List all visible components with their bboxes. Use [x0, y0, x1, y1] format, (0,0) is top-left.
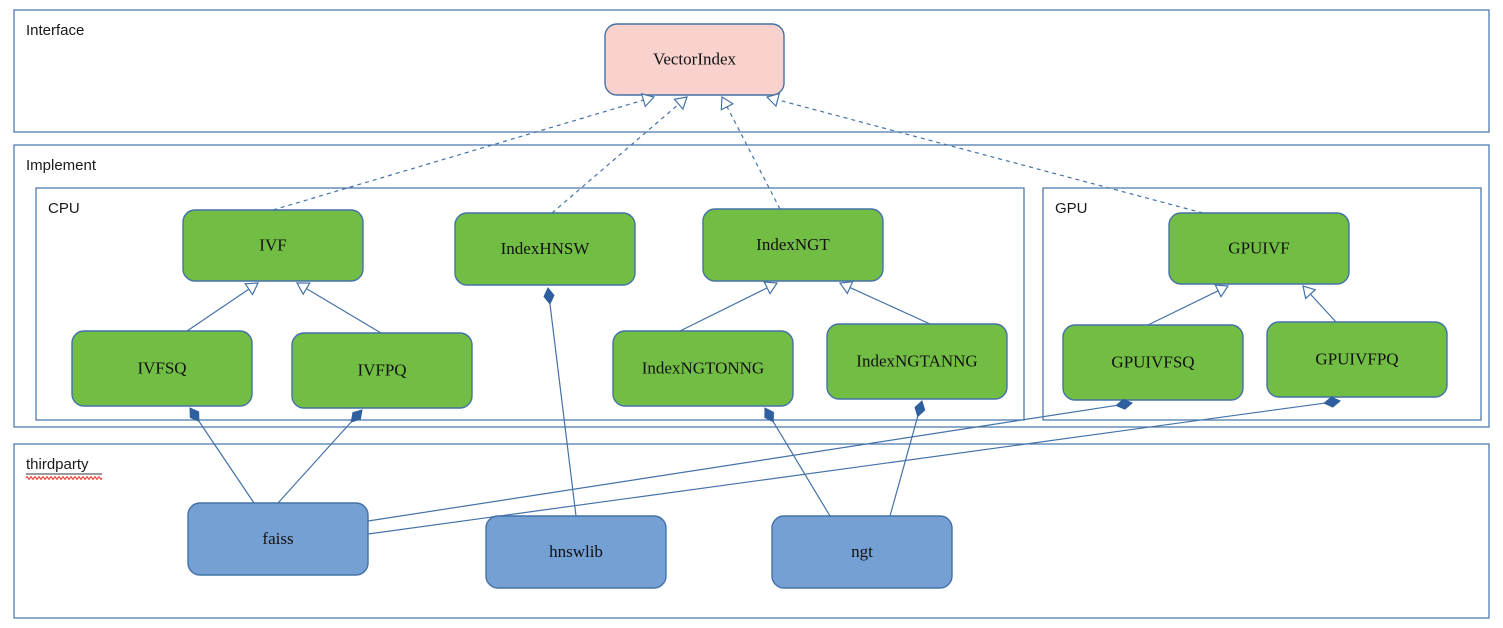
node-label-ngt: ngt [851, 542, 873, 561]
edge-gpuivfpq-to-gpuivf [1309, 293, 1337, 323]
arrowhead-open-triangle-gpuivfpq-gpuivf [1302, 285, 1317, 300]
node-box-vectorindex[interactable] [604, 23, 785, 96]
group-label-implement: Implement [26, 157, 97, 174]
node-ivfpq[interactable]: IVFPQ [291, 332, 473, 409]
node-box-hnswlib[interactable] [485, 515, 667, 589]
node-label-gpuivfpq: GPUIVFPQ [1315, 349, 1398, 368]
node-label-indexngt: IndexNGT [756, 235, 830, 254]
edge-ivfpq-to-ivf [306, 288, 382, 334]
markers-layer [189, 92, 1341, 423]
node-box-ivf[interactable] [182, 209, 364, 282]
arrowhead-open-triangle-indexngtanng-indexngt [838, 280, 854, 295]
edge-ngt-to-indexngtanng [889, 416, 919, 517]
node-label-indexngtonng: IndexNGTONNG [642, 358, 764, 377]
node-label-ivfsq: IVFSQ [137, 358, 186, 377]
edge-indexngtonng-to-indexngt [679, 287, 768, 332]
node-label-ivf: IVF [259, 235, 286, 254]
arrowhead-open-triangle-indexngt-vectorindex [720, 95, 735, 111]
arrowhead-open-triangle-ivfpq-ivf [295, 282, 311, 296]
node-gpuivfpq[interactable]: GPUIVFPQ [1266, 321, 1448, 398]
edge-gpuivf-to-vectorindex [777, 99, 1204, 214]
node-indexhnsw[interactable]: IndexHNSW [454, 212, 636, 286]
node-ivf[interactable]: IVF [182, 209, 364, 282]
arrowhead-open-triangle-gpuivfsq-gpuivf [1214, 284, 1230, 298]
node-label-hnswlib: hnswlib [549, 542, 603, 561]
arrowhead-filled-diamond-faiss-gpuivfsq [1115, 398, 1133, 410]
arrowhead-filled-diamond-faiss-ivfpq [350, 409, 363, 423]
arrowhead-filled-diamond-faiss-ivfsq [189, 407, 200, 423]
node-box-gpuivfpq[interactable] [1266, 321, 1448, 398]
group-label-cpu: CPU [48, 200, 80, 217]
arrowhead-open-triangle-ivfsq-ivf [244, 282, 259, 296]
edge-indexngt-to-vectorindex [726, 106, 781, 210]
edge-ivfsq-to-ivf [186, 288, 250, 332]
arrowhead-open-triangle-ivf-vectorindex [640, 93, 656, 108]
node-box-ivfpq[interactable] [291, 332, 473, 409]
node-label-gpuivfsq: GPUIVFSQ [1111, 352, 1194, 371]
group-label-interface: Interface [26, 22, 84, 39]
node-indexngtonng[interactable]: IndexNGTONNG [612, 330, 794, 407]
node-gpuivfsq[interactable]: GPUIVFSQ [1062, 324, 1244, 401]
arrowhead-filled-diamond-faiss-gpuivfpq [1323, 396, 1341, 408]
edge-indexhnsw-to-vectorindex [551, 103, 680, 214]
arrowhead-open-triangle-indexhnsw-vectorindex [673, 96, 688, 111]
node-label-vectorindex: VectorIndex [653, 49, 737, 68]
node-box-ngt[interactable] [771, 515, 953, 589]
edge-faiss-to-ivfpq [277, 421, 352, 504]
node-label-indexngtanng: IndexNGTANNG [856, 351, 977, 370]
node-box-gpuivfsq[interactable] [1062, 324, 1244, 401]
node-faiss[interactable]: faiss [187, 502, 369, 576]
edge-gpuivfsq-to-gpuivf [1147, 290, 1219, 326]
node-label-faiss: faiss [262, 529, 293, 548]
node-box-gpuivf[interactable] [1168, 212, 1350, 285]
edge-faiss-to-ivfsq [198, 420, 255, 504]
group-label-thirdparty: thirdparty [26, 456, 89, 473]
node-label-indexhnsw: IndexHNSW [501, 239, 591, 258]
edge-hnswlib-to-indexhnsw [549, 303, 577, 517]
arrowhead-filled-diamond-hnswlib-indexhnsw [543, 287, 555, 305]
arrowhead-open-triangle-indexngtonng-indexngt [763, 281, 779, 295]
node-box-indexngt[interactable] [702, 208, 884, 282]
node-indexngtanng[interactable]: IndexNGTANNG [826, 323, 1008, 400]
arrowhead-open-triangle-gpuivf-vectorindex [765, 92, 781, 108]
node-box-indexngtanng[interactable] [826, 323, 1008, 400]
edge-indexngtanng-to-indexngt [849, 287, 931, 325]
node-indexngt[interactable]: IndexNGT [702, 208, 884, 282]
node-box-faiss[interactable] [187, 502, 369, 576]
edge-ivf-to-vectorindex [272, 99, 644, 211]
node-ngt[interactable]: ngt [771, 515, 953, 589]
node-gpuivf[interactable]: GPUIVF [1168, 212, 1350, 285]
edges-layer [186, 99, 1337, 535]
arrowhead-filled-diamond-ngt-indexngtanng [914, 400, 926, 418]
spellcheck-squiggle [25, 476, 103, 480]
node-vectorindex[interactable]: VectorIndex [604, 23, 785, 96]
node-ivfsq[interactable]: IVFSQ [71, 330, 253, 407]
node-box-indexhnsw[interactable] [454, 212, 636, 286]
node-label-ivfpq: IVFPQ [357, 360, 406, 379]
node-label-gpuivf: GPUIVF [1228, 238, 1289, 257]
node-hnswlib[interactable]: hnswlib [485, 515, 667, 589]
node-box-ivfsq[interactable] [71, 330, 253, 407]
node-box-indexngtonng[interactable] [612, 330, 794, 407]
edge-faiss-to-gpuivfpq [367, 402, 1325, 535]
arrowhead-filled-diamond-ngt-indexngtonng [764, 407, 774, 423]
group-label-gpu: GPU [1055, 200, 1088, 217]
edge-faiss-to-gpuivfsq [367, 404, 1117, 522]
edge-ngt-to-indexngtonng [772, 421, 831, 517]
